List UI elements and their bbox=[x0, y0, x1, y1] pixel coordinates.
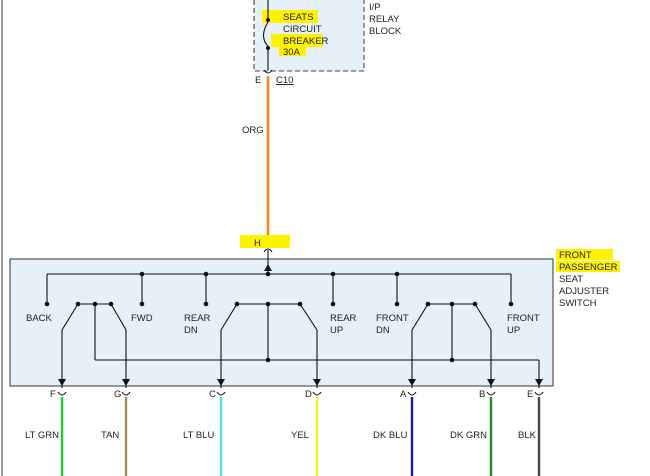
output-connector-a bbox=[407, 391, 417, 396]
breaker-label-2: CIRCUIT bbox=[283, 24, 322, 35]
highlight-front bbox=[556, 249, 613, 260]
contact-front-dn-label-2: DN bbox=[376, 325, 390, 336]
output-wire-color-label: DK BLU bbox=[373, 430, 407, 441]
output-pin-label: A bbox=[400, 389, 407, 400]
switch-label-3: SEAT bbox=[559, 274, 583, 285]
output-connector-e bbox=[534, 391, 544, 396]
contact-back-label: BACK bbox=[26, 313, 53, 324]
highlight-passenger bbox=[556, 261, 620, 272]
connector-id: C10 bbox=[276, 75, 293, 86]
output-wire-color-label: BLK bbox=[518, 430, 537, 441]
seat-adjuster-switch: BACK FWD REAR DN REAR UP FRONT DN FRONT … bbox=[9, 248, 554, 388]
highlight-30a bbox=[279, 45, 306, 56]
contact-rear-up-label-1: REAR bbox=[330, 313, 357, 324]
contact-front-up-label-2: UP bbox=[507, 325, 520, 336]
relay-block-label-1: I/P bbox=[369, 2, 381, 13]
output-connector-b bbox=[486, 391, 496, 396]
switch-label-2: PASSENGER bbox=[559, 262, 618, 273]
highlight-pin-h bbox=[240, 235, 290, 248]
output-wire-color-label: TAN bbox=[101, 430, 119, 441]
output-pin-label: F bbox=[50, 389, 56, 400]
contact-rear-up-label-2: UP bbox=[330, 325, 343, 336]
relay-block-label-3: BLOCK bbox=[369, 26, 402, 37]
feed-wire-color-label: ORG bbox=[242, 125, 264, 136]
output-connector-g bbox=[121, 391, 131, 396]
breaker-label-4: 30A bbox=[283, 47, 301, 58]
output-connector-d bbox=[312, 391, 322, 396]
output-wire-color-label: DK GRN bbox=[450, 430, 487, 441]
relay-block-label-2: RELAY bbox=[369, 14, 400, 25]
output-wire-color-label: YEL bbox=[291, 430, 309, 441]
relay-block-border bbox=[253, 0, 365, 72]
output-pin-label: B bbox=[479, 389, 485, 400]
contact-rear-dn-label-2: DN bbox=[184, 325, 198, 336]
output-pin-label: D bbox=[305, 389, 312, 400]
circuit-breaker-symbol bbox=[262, 0, 270, 70]
relay-block: I/P RELAY BLOCK SEATS CIRCUIT BREAKER 30… bbox=[253, 0, 402, 86]
breaker-label-3: BREAKER bbox=[283, 36, 329, 47]
pin-h-connector bbox=[263, 248, 273, 253]
output-wire-color-label: LT GRN bbox=[25, 430, 59, 441]
highlight-seats bbox=[262, 10, 318, 23]
output-pin-label: C bbox=[209, 389, 216, 400]
contact-front-up-label-1: FRONT bbox=[507, 313, 540, 324]
highlight-breaker bbox=[271, 34, 323, 47]
contact-front-dn-label-1: FRONT bbox=[376, 313, 409, 324]
switch-body bbox=[9, 258, 554, 387]
relay-pin-letter: E bbox=[255, 75, 261, 86]
contact-fwd-label: FWD bbox=[131, 313, 153, 324]
contact-rear-dn-label-1: REAR bbox=[184, 313, 211, 324]
output-wire-color-label: LT BLU bbox=[183, 430, 214, 441]
output-wires: F LT GRN G TAN C LT BLU D YEL A DK BLU B DK GRN E BLK bbox=[25, 389, 544, 476]
output-pin-label: G bbox=[114, 389, 121, 400]
output-connector-c bbox=[216, 391, 226, 396]
switch-label-1: FRONT bbox=[559, 250, 592, 261]
switch-input-pin: H bbox=[254, 238, 261, 249]
breaker-label-1: SEATS bbox=[283, 12, 313, 23]
output-pin-label: E bbox=[527, 389, 533, 400]
connector-c10-symbol bbox=[263, 69, 273, 74]
output-connector-f bbox=[57, 391, 67, 396]
switch-label-4: ADJUSTER bbox=[559, 286, 609, 297]
switch-label-5: SWITCH bbox=[559, 298, 597, 309]
